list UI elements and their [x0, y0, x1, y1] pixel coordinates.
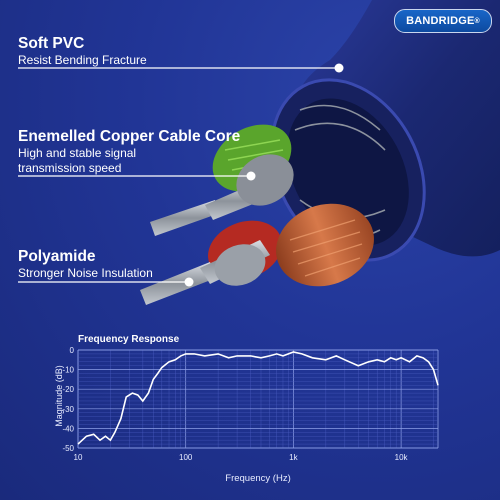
y-tick-label: -10	[62, 366, 74, 375]
soft-pvc-callout-dot	[334, 63, 344, 73]
y-tick-label: -20	[62, 385, 74, 394]
feature-title: Enemelled Copper Cable Core	[18, 128, 241, 145]
x-tick-label: 10k	[395, 453, 409, 462]
polyamide-callout-dot	[184, 277, 194, 287]
y-tick-label: -50	[62, 444, 74, 453]
y-axis-label: Magnitude (dB)	[54, 365, 64, 427]
feature-copper-core: Enemelled Copper Cable Core High and sta…	[18, 128, 240, 176]
callout-leaders	[18, 67, 337, 283]
chart-title: Frequency Response	[78, 334, 180, 345]
feature-subtitle-line-1: High and stable signal	[18, 146, 137, 160]
y-tick-label: -40	[62, 424, 74, 433]
feature-title: Soft PVC	[18, 35, 85, 52]
feature-polyamide: Polyamide Stronger Noise Insulation	[18, 248, 153, 281]
copper-core-callout-dot	[246, 171, 256, 181]
frequency-response-line	[77, 351, 439, 445]
feature-subtitle: Stronger Noise Insulation	[18, 266, 153, 280]
brand-registered-mark: ®	[474, 17, 480, 25]
x-tick-label: 100	[179, 453, 193, 462]
cable-cross-section-illustration	[18, 0, 500, 305]
y-tick-label: 0	[70, 346, 75, 355]
y-tick-label: -30	[62, 405, 74, 414]
x-axis-label: Frequency (Hz)	[225, 473, 290, 484]
feature-title: Polyamide	[18, 248, 96, 265]
x-tick-label: 10	[74, 453, 83, 462]
feature-subtitle: Resist Bending Fracture	[18, 53, 147, 67]
chart-grid	[77, 349, 439, 449]
brand-logo: BANDRIDGE®	[394, 9, 492, 33]
feature-soft-pvc: Soft PVC Resist Bending Fracture	[18, 35, 147, 68]
brand-name: BANDRIDGE	[406, 15, 475, 27]
x-tick-label: 1k	[289, 453, 298, 462]
feature-subtitle-line-2: transmission speed	[18, 161, 122, 175]
